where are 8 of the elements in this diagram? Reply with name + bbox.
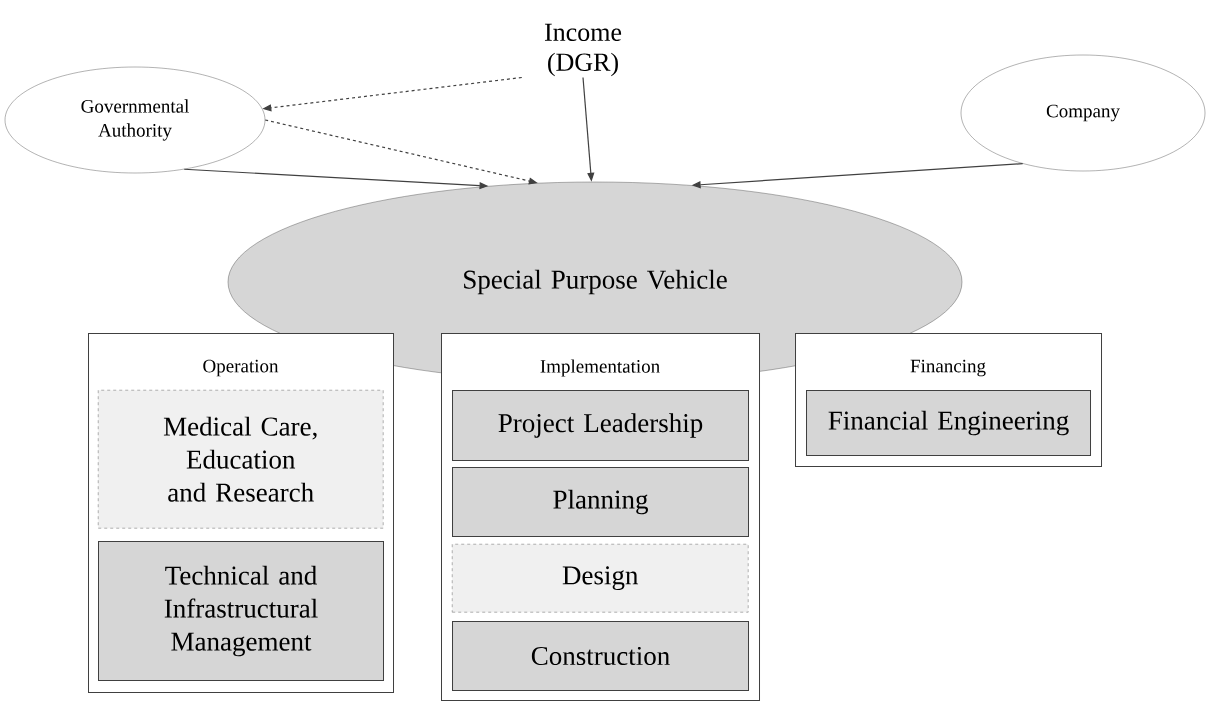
task-box: Financial Engineering xyxy=(806,390,1091,456)
task-box: Technical and Infrastructural Management xyxy=(98,541,384,681)
task-box: Project Leadership xyxy=(452,390,749,461)
income-label: Income (DGR) xyxy=(544,23,622,77)
task-box: Planning xyxy=(452,467,749,537)
hatched-box: Medical Care, Education and Research xyxy=(98,390,384,529)
hatched-box: Design xyxy=(452,544,749,613)
task-box: Construction xyxy=(452,621,749,691)
